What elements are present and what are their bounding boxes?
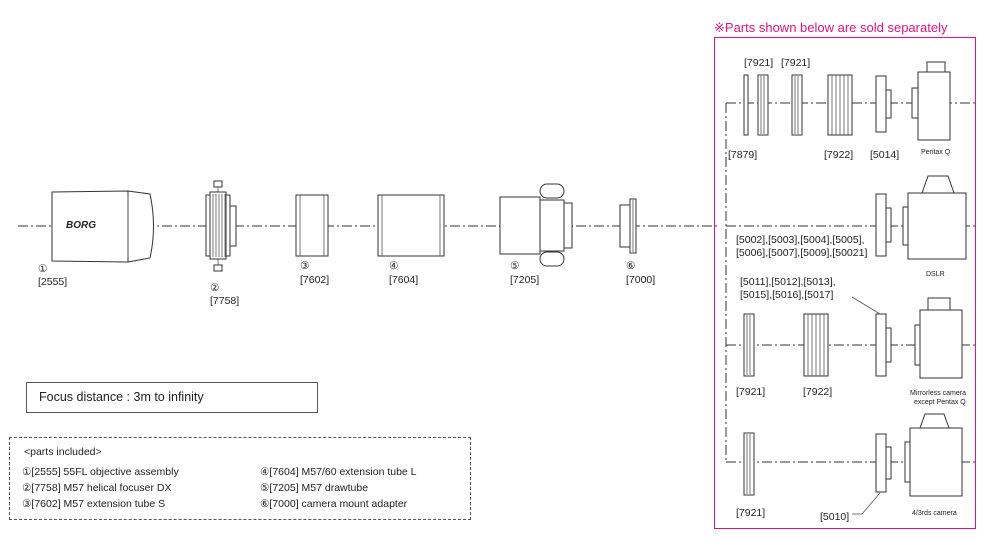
- dslr-adapter: [875, 193, 892, 257]
- pointer-mirrorless-codes: [851, 296, 881, 315]
- parts-item: ②[7758] M57 helical focuser DX: [22, 482, 172, 494]
- parts-item: ③[7602] M57 extension tube S: [22, 498, 166, 510]
- part-6-number: ⑥: [626, 260, 636, 272]
- parts-item: ①[2555] 55FL objective assembly: [22, 466, 179, 478]
- part-3-number: ③: [300, 260, 310, 272]
- label-7922-b: [7922]: [803, 386, 832, 398]
- parts-included-title: <parts included>: [24, 446, 102, 458]
- part-7921-ring-c: [743, 313, 755, 377]
- parts-item: ④[7604] M57/60 extension tube L: [260, 466, 417, 478]
- part-6-code: [7000]: [626, 274, 655, 286]
- label-mirrorless-codes-2: [5015],[5016],[5017]: [740, 289, 833, 301]
- camera-mount-adapter: [619, 198, 637, 254]
- objective-assembly: BORG: [51, 190, 154, 263]
- sold-separately-frame: [714, 37, 976, 529]
- focus-distance-box: Focus distance : 3m to infinity: [26, 382, 318, 413]
- mirrorless-adapter: [875, 313, 892, 377]
- extension-tube-s: [295, 194, 329, 257]
- pentax-q-camera: [911, 61, 951, 141]
- part-2-code: [7758]: [210, 295, 239, 307]
- four-thirds-camera: [904, 413, 963, 497]
- part-1-number: ①: [38, 263, 48, 275]
- label-pentax-q: Pentax Q: [921, 149, 951, 156]
- part-1-code: [2555]: [38, 276, 67, 288]
- label-5014: [5014]: [870, 149, 899, 161]
- label-four-thirds: 4/3rds camera: [912, 510, 957, 517]
- pointer-5010-d: [861, 492, 881, 515]
- mirrorless-camera: [914, 297, 963, 379]
- part-4-code: [7604]: [389, 274, 418, 286]
- label-7921-a: [7921]: [744, 57, 773, 69]
- part-4-number: ④: [389, 260, 399, 272]
- part-7921-ring-a: [757, 74, 769, 136]
- part-7921-ring-b: [791, 74, 803, 136]
- parts-item: ⑥[7000] camera mount adapter: [260, 498, 408, 510]
- label-dslr-codes-1: [5002],[5003],[5004],[5005],: [736, 234, 864, 246]
- label-7879: [7879]: [728, 149, 757, 161]
- helical-focuser: [205, 180, 237, 272]
- part-5-code: [7205]: [510, 274, 539, 286]
- parts-column-left: ①[2555] 55FL objective assembly ②[7758] …: [22, 464, 179, 512]
- dslr-camera: [902, 175, 967, 260]
- part-3-code: [7602]: [300, 274, 329, 286]
- part-2-number: ②: [210, 282, 220, 294]
- label-mirrorless-codes-1: [5011],[5012],[5013],: [740, 276, 836, 288]
- part-7922-tube-a: [827, 74, 853, 136]
- label-mirrorless-1: Mirrorless camera: [910, 390, 966, 397]
- extension-tube-l: [377, 194, 445, 257]
- part-7922-tube-b: [803, 313, 829, 377]
- parts-item: ⑤[7205] M57 drawtube: [260, 482, 369, 494]
- part-7879-ring: [743, 74, 749, 136]
- label-5010: [5010]: [820, 511, 849, 523]
- label-7922-a: [7922]: [824, 149, 853, 161]
- label-mirrorless-2: except Pentax Q: [914, 399, 966, 406]
- label-dslr: DSLR: [926, 271, 945, 278]
- part-5010-adapter: [875, 433, 892, 493]
- label-dslr-codes-2: [5006],[5007],[5009],[50021]: [736, 247, 867, 259]
- part-5014-adapter: [875, 75, 892, 133]
- label-7921-c: [7921]: [736, 386, 765, 398]
- label-7921-b: [7921]: [781, 57, 810, 69]
- part-5-number: ⑤: [510, 260, 520, 272]
- part-7921-ring-d: [743, 432, 755, 496]
- parts-column-right: ④[7604] M57/60 extension tube L ⑤[7205] …: [260, 464, 417, 512]
- sold-separately-banner: ※Parts shown below are sold separately: [714, 20, 948, 35]
- objective-logo: BORG: [66, 220, 96, 231]
- drawtube: [499, 183, 573, 267]
- parts-included-box: <parts included> ①[2555] 55FL objective …: [9, 437, 471, 520]
- label-7921-d: [7921]: [736, 507, 765, 519]
